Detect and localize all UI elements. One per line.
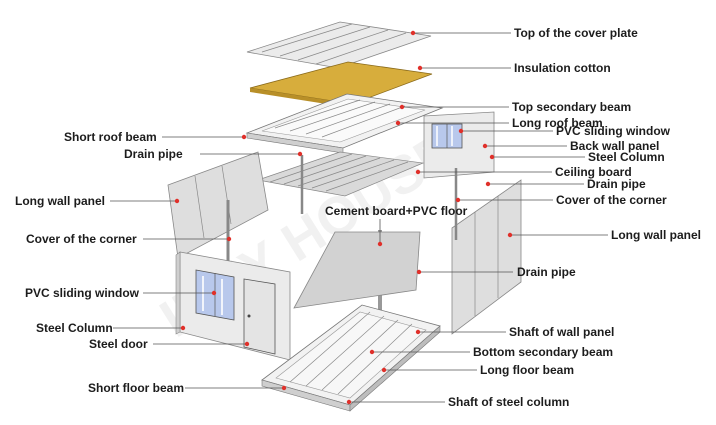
label-pvc-window-front: PVC sliding window [25,286,140,300]
label-long-wall-panel-right: Long wall panel [611,228,701,242]
label-short-roof-beam: Short roof beam [64,130,157,144]
label-bottom-secondary-beam: Bottom secondary beam [473,345,613,359]
label-cement-board-floor: Cement board+PVC floor [325,204,468,218]
label-drain-pipe-left: Drain pipe [124,147,183,161]
label-top-cover-plate: Top of the cover plate [514,26,638,40]
label-pvc-window-back: PVC sliding window [556,124,671,138]
label-long-roof-beam: Long roof beam [512,116,603,130]
label-steel-column-front: Steel Column [36,321,113,335]
label-ceiling-board: Ceiling board [555,165,632,179]
top-cover-plate [246,21,432,69]
label-long-floor-beam: Long floor beam [480,363,574,377]
label-drain-pipe-mid: Drain pipe [517,265,576,279]
label-shaft-wall-panel: Shaft of wall panel [509,325,614,339]
label-long-wall-panel-left: Long wall panel [15,194,105,208]
label-drain-pipe-right: Drain pipe [587,177,646,191]
label-shaft-steel-column: Shaft of steel column [448,395,569,409]
left-long-wall-panel [167,151,269,259]
insulation-cotton [249,61,433,105]
label-short-floor-beam: Short floor beam [88,381,184,395]
ceiling-board [256,151,425,197]
label-steel-door: Steel door [89,337,148,351]
label-steel-column-back: Steel Column [588,150,665,164]
label-back-wall-panel: Back wall panel [570,139,659,153]
steel-door [243,278,276,355]
label-cover-corner-right: Cover of the corner [556,193,667,207]
label-cover-corner-left: Cover of the corner [26,232,137,246]
label-top-secondary-beam: Top secondary beam [512,100,631,114]
cement-board-floor [293,231,421,309]
label-insulation-cotton: Insulation cotton [514,61,611,75]
